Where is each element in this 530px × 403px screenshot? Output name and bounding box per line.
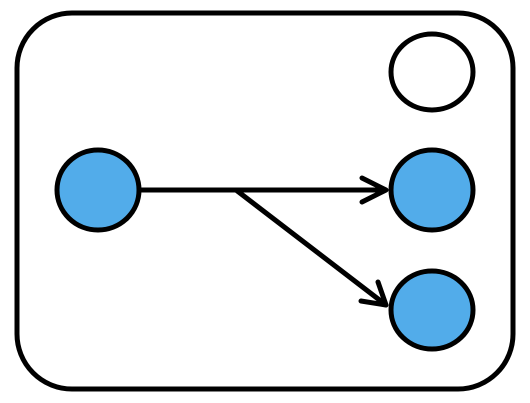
node-target-middle <box>388 147 476 233</box>
edge-branch-to-bottom <box>233 187 389 308</box>
arrowhead-middle <box>359 175 389 205</box>
node-target-top <box>388 31 476 113</box>
node-target-bottom <box>388 268 476 352</box>
node-source <box>54 147 142 233</box>
container-frame <box>14 10 516 392</box>
arrowhead-bottom <box>358 279 389 308</box>
